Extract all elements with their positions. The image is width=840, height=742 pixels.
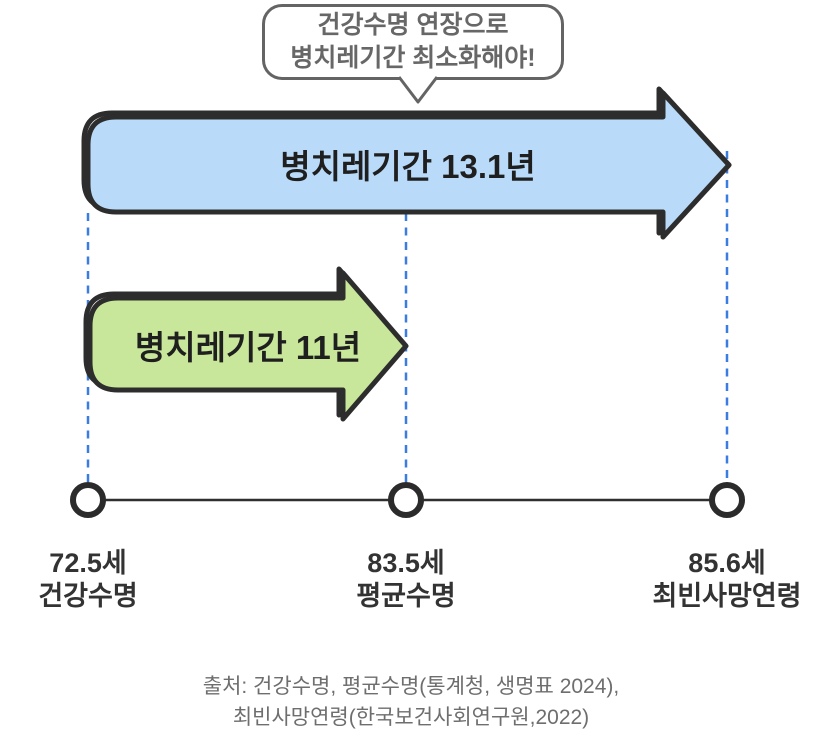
source-line2: 최빈사망연령(한국보건사회연구원,2022) [232, 706, 590, 729]
source-line1: 출처: 건강수명, 평균수명(통계청, 생명표 2024), [202, 675, 620, 698]
healthy-arrow-shape [87, 270, 409, 422]
tick-value: 72.5세 [49, 548, 127, 578]
total-sick-period-arrow [81, 86, 732, 240]
total-arrow-label: 병치레기간 13.1년 [280, 148, 536, 185]
callout-pointer-icon [397, 76, 439, 104]
tick-healthy-age: 72.5세 건강수명 [38, 547, 137, 613]
marker-modal-age [709, 482, 745, 518]
marker-average-age [388, 482, 424, 518]
callout-line1: 건강수명 연장으로 [317, 11, 509, 39]
timeline-markers [70, 482, 745, 518]
source-note: 출처: 건강수명, 평균수명(통계청, 생명표 2024), 최빈사망연령(한국… [203, 671, 620, 733]
callout-bubble: 건강수명 연장으로 병치레기간 최소화해야! [262, 4, 564, 80]
tick-label: 건강수명 [38, 581, 138, 611]
tick-value: 83.5세 [367, 548, 445, 578]
tick-modal-age: 85.6세 최빈사망연령 [652, 547, 801, 613]
marker-healthy-age [70, 482, 106, 518]
total-arrow-shape [85, 90, 732, 240]
tick-label: 최빈사망연령 [652, 581, 802, 611]
tick-label: 평균수명 [356, 581, 456, 611]
tick-average-age: 83.5세 평균수명 [356, 547, 455, 613]
callout-line2: 병치레기간 최소화해야! [290, 44, 536, 72]
healthy-arrow-label: 병치레기간 11년 [134, 329, 362, 366]
healthy-period-arrow [83, 266, 409, 422]
tick-value: 85.6세 [688, 548, 766, 578]
